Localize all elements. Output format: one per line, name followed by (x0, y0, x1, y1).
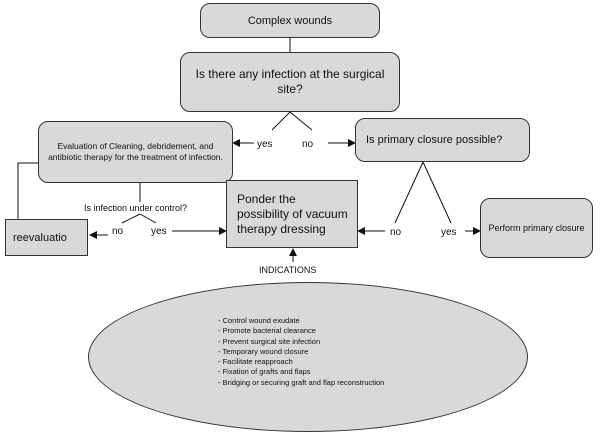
indication-item: - Bridging or securing graft and flap re… (218, 377, 385, 387)
loop-reevaluation-to-evaluation (17, 162, 38, 219)
indications-title: INDICATIONS (259, 265, 317, 275)
branch-control-yes (139, 213, 157, 224)
node-primary-closure-question-text: Is primary closure possible? (366, 134, 503, 146)
node-infection-question: Is there any infection at the surgical s… (180, 52, 400, 112)
node-reevaluation-text: reevaluatio (13, 231, 67, 244)
node-infection-control-question: Is infection under control? (84, 203, 188, 213)
node-primary-closure-question: Is primary closure possible? (355, 118, 530, 162)
branch-closure-no (394, 161, 424, 224)
label-closure-yes: yes (441, 227, 457, 238)
node-evaluation-text: Evaluation of Cleaning, debridement, and… (48, 141, 223, 162)
indication-item: - Temporary wound closure (218, 346, 309, 356)
node-complex-wounds-text: Complex wounds (247, 14, 333, 27)
node-complex-wounds: Complex wounds (200, 3, 380, 38)
label-control-yes: yes (151, 226, 167, 237)
node-vacuum-therapy: Ponder the possibility of vacuum therapy… (226, 180, 358, 248)
indication-item: - Facilitate reapproach (218, 357, 293, 367)
label-closure-no: no (390, 227, 402, 238)
indications-list: - Control wound exudate - Promote bacter… (218, 316, 384, 388)
label-infection-yes: yes (257, 139, 273, 150)
branch-infection-yes (271, 111, 291, 131)
node-vacuum-therapy-text: Ponder the possibility of vacuum therapy… (237, 191, 348, 236)
node-evaluation: Evaluation of Cleaning, debridement, and… (38, 121, 233, 183)
branch-control-no (121, 213, 141, 224)
label-infection-no: no (302, 139, 314, 150)
branch-infection-no (289, 111, 313, 131)
branch-closure-yes (422, 161, 452, 224)
indication-item: - Prevent surgical site infection (218, 336, 321, 346)
node-reevaluation: reevaluatio (5, 219, 88, 256)
label-control-no: no (112, 226, 124, 237)
indication-item: - Fixation of grafts and flaps (218, 367, 311, 377)
node-perform-primary-closure-text: Perform primary closure (488, 223, 585, 233)
node-perform-primary-closure: Perform primary closure (480, 198, 593, 258)
indication-item: - Promote bacterial clearance (218, 326, 316, 336)
indication-item: - Control wound exudate (218, 316, 300, 325)
node-infection-question-text: Is there any infection at the surgical s… (195, 67, 385, 96)
indications-ellipse (88, 282, 528, 432)
